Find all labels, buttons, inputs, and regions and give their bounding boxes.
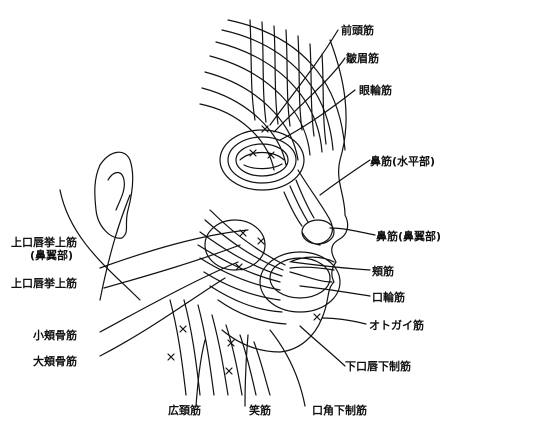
- leader-zygomaticus-minor: [100, 262, 238, 332]
- label-depressor-labii: 下口唇下制筋: [345, 360, 411, 373]
- leader-nasalis-alar: [330, 228, 375, 235]
- leader-corrugator: [274, 58, 345, 132]
- leader-depressor-anguli: [270, 330, 305, 406]
- leader-orbicularis-oris: [300, 286, 370, 296]
- label-levator-alaeque-2: (鼻翼部): [30, 249, 73, 262]
- label-levator-labii: 上口唇挙上筋: [11, 277, 77, 290]
- leader-nasalis-transverse: [320, 160, 370, 195]
- label-zygomaticus-major: 大頬骨筋: [33, 355, 77, 368]
- label-nasalis-transverse: 鼻筋(水平部): [370, 155, 435, 168]
- label-zygomaticus-minor: 小頬骨筋: [33, 329, 77, 342]
- label-orbicularis-oculi: 眼輪筋: [359, 84, 392, 97]
- label-buccinator: 頬筋: [372, 265, 394, 278]
- label-orbicularis-oris: 口輪筋: [372, 291, 405, 304]
- face-profile: [222, 40, 348, 352]
- label-platysma: 広頚筋: [168, 404, 201, 417]
- label-corrugator: 皺眉筋: [346, 52, 379, 65]
- label-levator-alaeque-1: 上口唇挙上筋: [11, 236, 77, 249]
- ear: [95, 152, 133, 238]
- label-frontalis: 前頭筋: [341, 24, 374, 37]
- label-depressor-anguli: 口角下制筋: [312, 404, 367, 417]
- eye: [236, 144, 288, 176]
- label-nasalis-alar: 鼻筋(鼻翼部): [376, 230, 441, 243]
- leader-depressor-labii: [300, 326, 345, 366]
- leader-mentalis: [322, 318, 366, 324]
- label-mentalis: オトガイ筋: [369, 319, 424, 332]
- label-risorius: 笑筋: [249, 404, 271, 417]
